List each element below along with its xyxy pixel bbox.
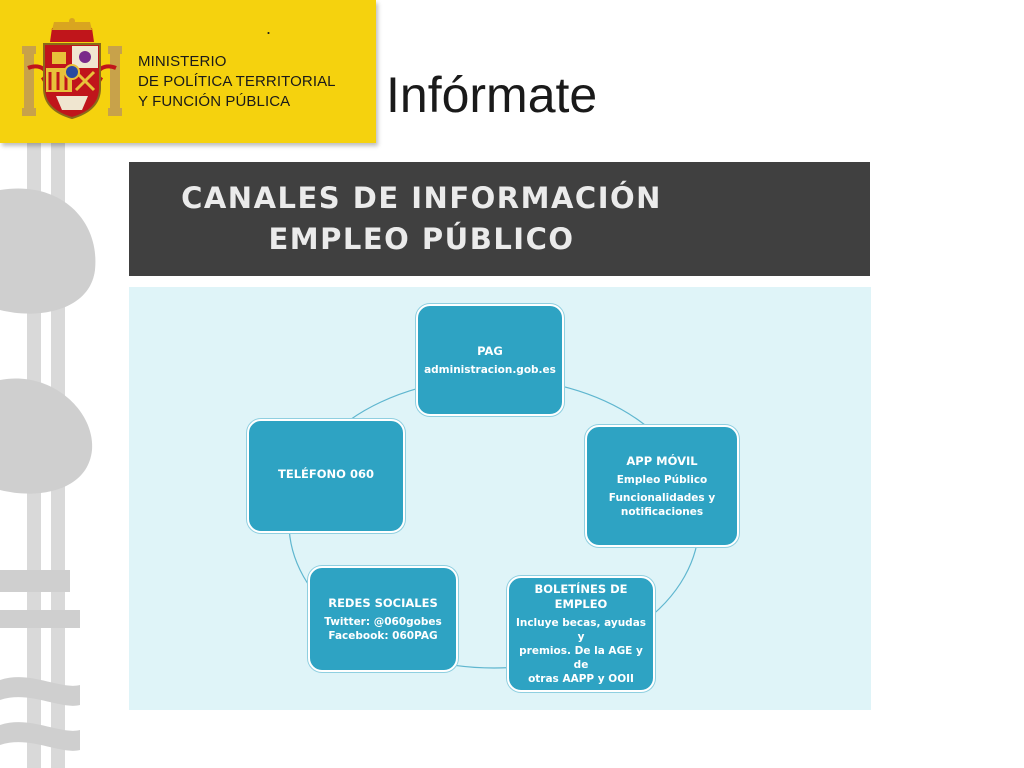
node-app-movil: APP MÓVIL Empleo Público Funcionalidades…	[585, 425, 739, 547]
ministry-line-1: MINISTERIO	[138, 53, 227, 70]
node-app-line-3: notificaciones	[620, 505, 704, 518]
ministry-name: MINISTERIO DE POLÍTICA TERRITORIAL Y FUN…	[138, 52, 336, 112]
node-tel-title: TELÉFONO 060	[278, 466, 374, 481]
slide-title: Infórmate	[386, 67, 598, 123]
logo-dot: .	[266, 18, 272, 38]
ministry-line-2: DE POLÍTICA TERRITORIAL	[138, 73, 336, 90]
node-boletines: BOLETÍNES DE EMPLEO Incluye becas, ayuda…	[507, 576, 655, 692]
node-red-title: REDES SOCIALES	[328, 595, 438, 610]
node-bol-title: BOLETÍNES DE EMPLEO	[534, 582, 628, 611]
node-pag-title: PAG	[477, 343, 503, 358]
node-app-title: APP MÓVIL	[626, 453, 698, 468]
node-bol-line-1: Incluye becas, ayudas y	[515, 617, 647, 643]
banner-line-1: CANALES DE INFORMACIÓN	[181, 181, 662, 215]
node-pag-line-1: administracion.gob.es	[424, 363, 556, 376]
channels-banner: CANALES DE INFORMACIÓN EMPLEO PÚBLICO	[129, 162, 870, 276]
node-pag: PAG administracion.gob.es	[416, 304, 564, 416]
node-app-line-1: Empleo Público	[616, 473, 708, 486]
coat-of-arms-icon	[22, 18, 122, 120]
banner-line-2: EMPLEO PÚBLICO	[268, 222, 575, 256]
node-bol-line-2: premios. De la AGE y de	[519, 645, 643, 671]
node-redes-sociales: REDES SOCIALES Twitter: @060gobes Facebo…	[308, 566, 458, 672]
node-red-line-1: Twitter: @060gobes	[324, 615, 442, 628]
node-app-line-2: Funcionalidades y	[608, 491, 716, 504]
node-red-line-2: Facebook: 060PAG	[328, 629, 438, 642]
ministry-logo-block: . MINISTERIO DE POLÍTICA TERRITORIAL Y F…	[0, 0, 376, 143]
node-telefono: TELÉFONO 060	[247, 419, 405, 533]
coat-of-arms-watermark	[0, 140, 96, 768]
node-bol-line-3: otras AAPP y OOII	[528, 673, 634, 685]
ministry-line-3: Y FUNCIÓN PÚBLICA	[138, 93, 291, 110]
channels-cycle-diagram: PAG administracion.gob.es APP MÓVIL Empl…	[129, 287, 871, 710]
